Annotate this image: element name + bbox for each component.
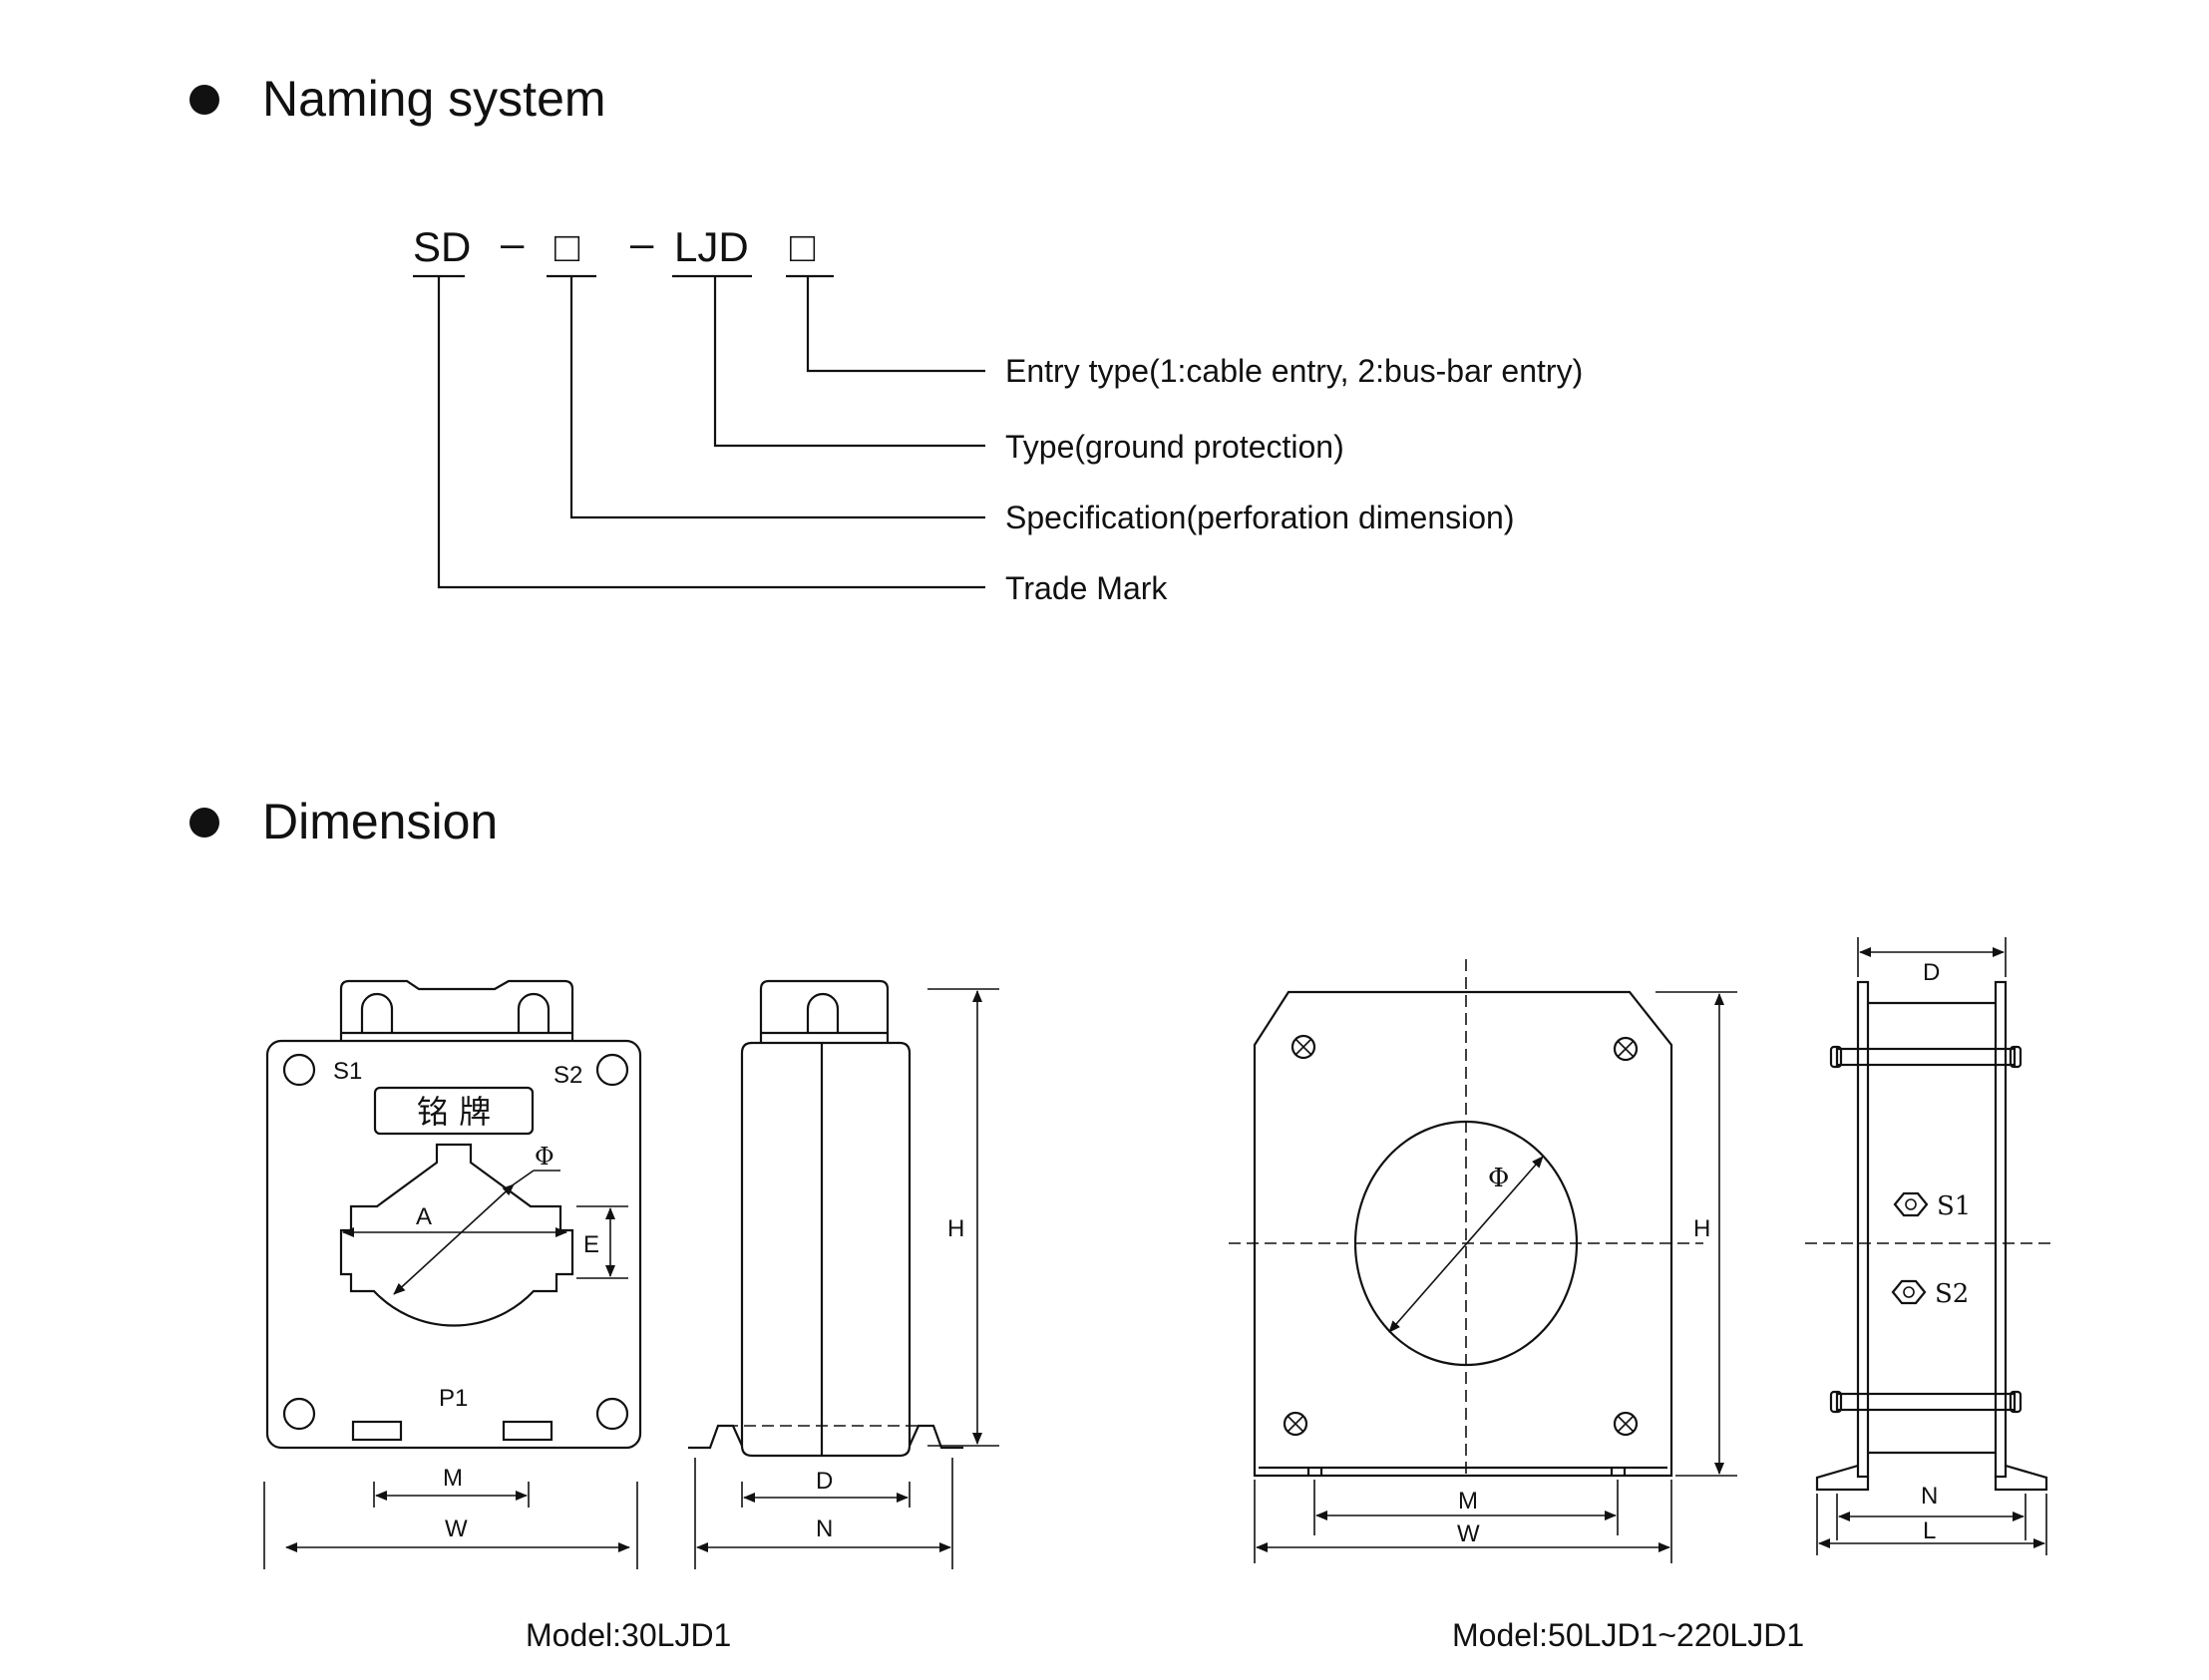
- dim-label-w: W: [445, 1515, 468, 1542]
- dim-label-h: H: [1693, 1215, 1710, 1242]
- legend-entry-type: Entry type(1:cable entry, 2:bus-bar entr…: [1005, 353, 1583, 389]
- terminal-s1: S1: [1937, 1191, 1971, 1221]
- dim-label-w: W: [1457, 1520, 1480, 1547]
- legend-trade-mark: Trade Mark: [1005, 570, 1168, 606]
- dim-label-h: H: [947, 1215, 964, 1242]
- legend-specification: Specification(perforation dimension): [1005, 500, 1514, 535]
- dim-label-phi: Φ: [535, 1143, 554, 1171]
- code-box-1: □: [554, 223, 580, 270]
- naming-bullet: [189, 85, 219, 115]
- hex-nut-icon: [1893, 1191, 1929, 1217]
- screw-icon: [1283, 1411, 1308, 1437]
- model-50-220-side-view: D S1 S2 N: [1805, 937, 2054, 1555]
- screw-icon: [1613, 1411, 1639, 1437]
- terminal-s1: S1: [333, 1058, 362, 1085]
- dim-label-d: D: [816, 1468, 833, 1495]
- model-50-220-front-view: Φ H M W: [1229, 959, 1737, 1563]
- dim-label-phi: Φ: [1488, 1164, 1509, 1193]
- screw-icon: [1613, 1036, 1639, 1062]
- screw-icon: [1290, 1034, 1316, 1060]
- terminal-p1: P1: [439, 1385, 468, 1412]
- nameplate-label: 铭 牌: [417, 1093, 491, 1131]
- dimension-title: Dimension: [262, 794, 499, 849]
- dim-label-n: N: [816, 1515, 833, 1542]
- code-dash-1: –: [501, 219, 525, 266]
- naming-system-title: Naming system: [262, 71, 606, 127]
- model-30-side-view: H D N: [688, 979, 999, 1569]
- mount-hole-icon: [282, 1053, 316, 1087]
- dim-label-d: D: [1923, 959, 1940, 986]
- hex-nut-icon: [1891, 1279, 1927, 1305]
- mount-hole-icon: [595, 1397, 629, 1431]
- naming-code: SD – □ – LJD □: [413, 219, 816, 270]
- terminal-s2: S2: [553, 1062, 582, 1089]
- dim-label-m: M: [1458, 1488, 1478, 1514]
- legend-type: Type(ground protection): [1005, 429, 1344, 465]
- mount-hole-icon: [595, 1053, 629, 1087]
- naming-leader-lines: [413, 274, 985, 589]
- code-middle: LJD: [674, 223, 749, 270]
- caption-model-50-220: Model:50LJD1~220LJD1: [1452, 1617, 1804, 1653]
- dim-label-e: E: [583, 1231, 599, 1258]
- code-dash-2: –: [630, 219, 654, 266]
- mount-hole-icon: [282, 1397, 316, 1431]
- model-30-front-view: S1 S2 铭 牌 A Φ E P1 M W: [263, 979, 642, 1569]
- dim-label-n: N: [1921, 1483, 1938, 1510]
- dimension-bullet: [189, 808, 219, 838]
- nameplate: [373, 1086, 535, 1136]
- terminal-s2: S2: [1935, 1279, 1969, 1309]
- caption-model-30: Model:30LJD1: [526, 1617, 731, 1653]
- naming-legend: Entry type(1:cable entry, 2:bus-bar entr…: [1005, 353, 1583, 606]
- dim-label-a: A: [416, 1203, 432, 1230]
- code-prefix: SD: [413, 223, 471, 270]
- dim-label-m: M: [443, 1465, 463, 1492]
- code-box-2: □: [790, 223, 816, 270]
- dim-label-l: L: [1923, 1517, 1936, 1544]
